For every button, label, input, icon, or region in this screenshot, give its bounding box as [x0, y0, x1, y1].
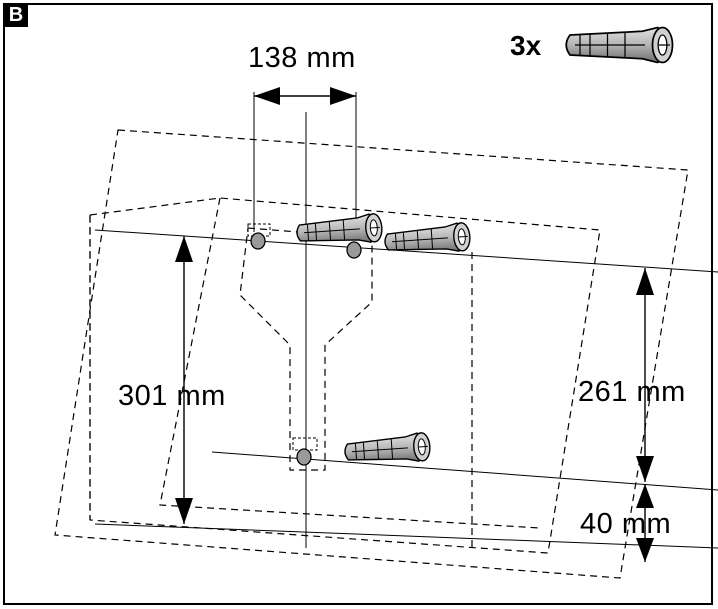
hood-outline-front	[54, 129, 689, 579]
lower-offset-label: 40 mm	[580, 508, 672, 540]
lower-mark-line	[211, 451, 718, 491]
upper-to-lower-label: 261 mm	[578, 376, 686, 408]
diagram-frame	[3, 3, 713, 605]
quantity-label: 3x	[510, 30, 542, 61]
hole-spacing-label: 138 mm	[248, 42, 356, 74]
upper-mark-line	[94, 229, 718, 273]
step-badge: B	[4, 4, 28, 27]
total-height-label: 301 mm	[118, 380, 226, 412]
dimension-arrow-icon	[254, 87, 280, 105]
drilling-template	[239, 227, 373, 471]
screw-head-icon	[247, 223, 362, 466]
hood-outline-box	[89, 197, 601, 554]
